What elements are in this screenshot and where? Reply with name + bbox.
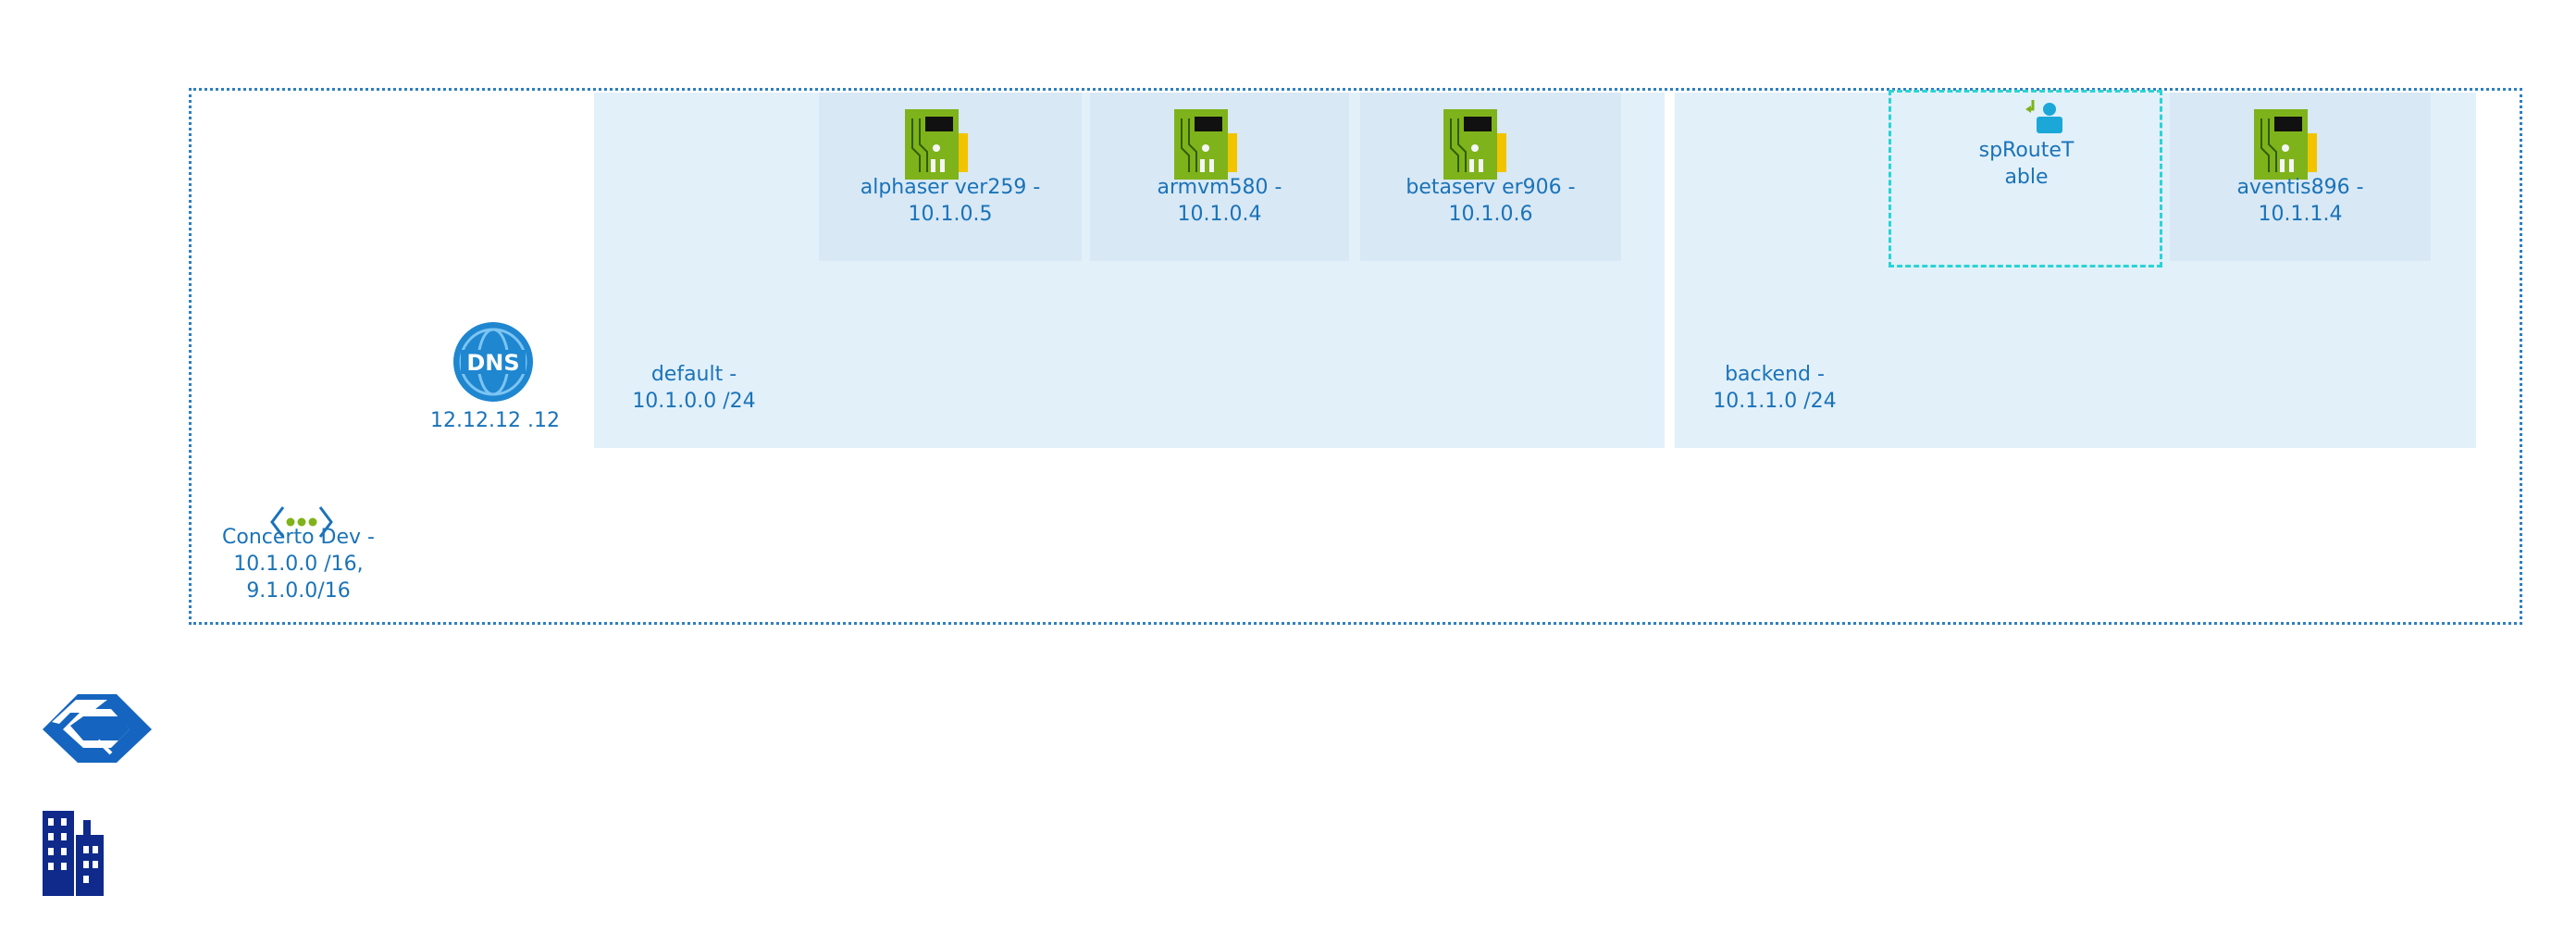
- subnet-default-label: default - 10.1.0.0 /24: [620, 361, 768, 415]
- vnet-icon: [270, 506, 333, 538]
- vnet-boundary: [189, 88, 2522, 625]
- vnet-range: 10.1.0.0 /16,: [233, 553, 364, 576]
- nic-label-betaserver: betaserv er906 - 10.1.0.6: [1360, 174, 1621, 228]
- route-table-name-cont: able: [2004, 166, 2049, 189]
- nic-name: armvm580 -: [1157, 176, 1282, 199]
- subnet-name: backend -: [1725, 363, 1825, 386]
- nic-label-aventis: aventis896 - 10.1.1.4: [2170, 174, 2431, 228]
- nic-name: alphaser ver259 -: [860, 176, 1041, 199]
- nic-ip: 10.1.0.6: [1448, 203, 1533, 226]
- building-icon: [43, 811, 104, 896]
- dns-icon-text: DNS: [466, 350, 519, 376]
- route-table-box[interactable]: [1889, 90, 2162, 267]
- vnet-range-2: 9.1.0.0/16: [246, 579, 351, 603]
- dns-icon: DNS: [453, 322, 533, 402]
- dns-label: 12.12.12 .12: [430, 409, 560, 432]
- subnet-range: 10.1.0.0 /24: [632, 390, 756, 413]
- nic-label-armvm: armvm580 - 10.1.0.4: [1090, 174, 1349, 228]
- nic-icon: [1443, 109, 1506, 180]
- route-table-icon: [2025, 100, 2062, 133]
- vnet-name: Concerto Dev -: [222, 526, 375, 549]
- nic-ip: 10.1.0.4: [1177, 203, 1262, 226]
- nic-ip: 10.1.0.5: [908, 203, 993, 226]
- nic-icon: [2254, 109, 2317, 180]
- vnet-label: Concerto Dev - 10.1.0.0 /16, 9.1.0.0/16: [199, 524, 398, 604]
- nic-icon: [1174, 109, 1237, 180]
- route-table-name: spRouteT: [1978, 139, 2074, 162]
- nic-name: betaserv er906 -: [1406, 176, 1576, 199]
- gateway-icon[interactable]: [43, 692, 154, 765]
- nic-ip: 10.1.1.4: [2258, 203, 2343, 226]
- subnet-backend-label: backend - 10.1.1.0 /24: [1701, 361, 1849, 415]
- nic-label-alphaserver: alphaser ver259 - 10.1.0.5: [819, 174, 1082, 228]
- nic-icon: [905, 109, 968, 180]
- route-table-label: spRouteT able: [1925, 137, 2128, 191]
- subnet-range: 10.1.1.0 /24: [1713, 390, 1837, 413]
- nic-name: aventis896 -: [2236, 176, 2364, 199]
- subnet-name: default -: [650, 363, 737, 386]
